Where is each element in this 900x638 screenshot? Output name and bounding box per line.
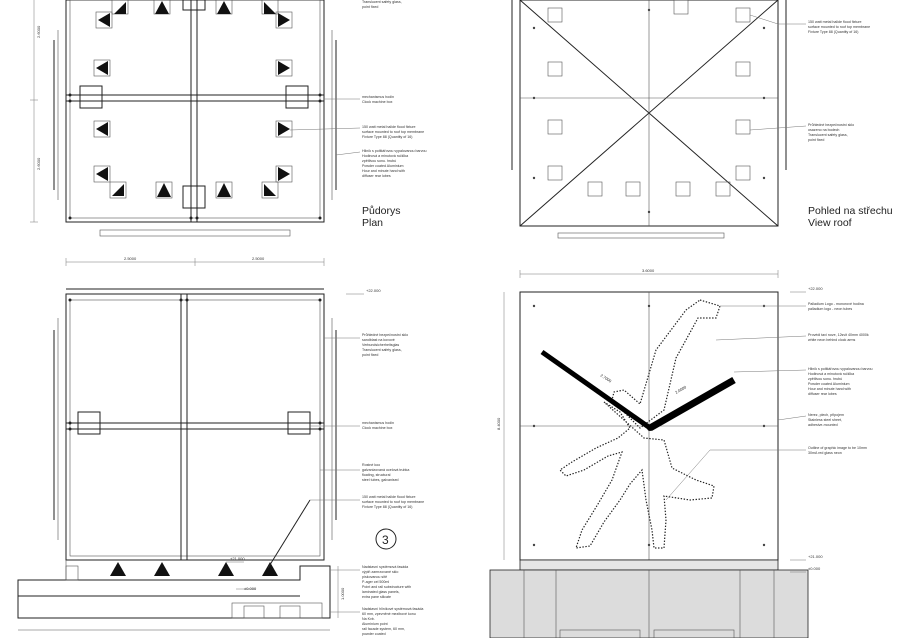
- section-note-alu-3: Na Kvb.: [362, 617, 375, 621]
- elevation-dim-top: 3.6000: [642, 268, 655, 273]
- section-note-steel-3: floating, structural: [362, 473, 391, 477]
- section-note-steel-2: galvanizovaná ocelová trubka: [362, 468, 409, 472]
- plan-note-machine-cz: mechanismus hodin: [362, 95, 394, 99]
- plan-note-hand-5: Hour and minute hand with: [362, 169, 405, 173]
- plan-top-note-1: Translucent safety glass,: [362, 0, 402, 4]
- roof-title-cz: Pohled na střechu: [808, 205, 893, 217]
- elevation-level-b: ±0.000: [808, 566, 821, 571]
- roof-note-flood-3: Fixture Type 88 (Quantity of 16): [808, 30, 858, 34]
- elevation-note-logo-2: palladium logo - neon tubes: [808, 307, 852, 311]
- plan-note-machine-en: Clock machine box: [362, 100, 393, 104]
- elevation-note-hand-3: zpětlivou sonu. hrubú: [808, 377, 842, 381]
- section-note-alu-5: rail facade system, 60 mm,: [362, 627, 405, 631]
- elevation-note-hand-6: diffuser rear lobes: [808, 392, 837, 396]
- elevation-note-hand-1: Hliník s polštářovou vypalovanou barvou: [808, 367, 873, 371]
- elevation-note-steel-2: Stainless steel sheet,: [808, 418, 842, 422]
- section-note-flood-2: surface mounted to roof top membrane: [362, 500, 424, 504]
- section-note-facade-1: Nadstavní systémová fasáda: [362, 565, 408, 569]
- roof-note-flood-2: surface mounted to roof top membrane: [808, 25, 870, 29]
- elevation-note-hand-4: Powder coated Aluminium: [808, 382, 850, 386]
- plan-note-flood-3: Fixture Type 88 (Quantity of 16): [362, 135, 412, 139]
- plan-flood-fixtures: [93, 0, 293, 199]
- plan-dim-upper: 2.6000: [36, 25, 41, 38]
- section-note-facade-2: výplň zamrzované sklo: [362, 570, 398, 574]
- roof-note-glass-4: point fixed: [808, 138, 824, 142]
- elevation-note-steel-1: Nerez, plech, připojem: [808, 413, 844, 417]
- elevation-note-neon-2: white neon behind clock arms: [808, 338, 856, 342]
- roof-note-glass-1: Průhledné bezpečnostní sklo: [808, 123, 854, 127]
- plan-note-flood-2: surface mounted to roof top membrane: [362, 130, 424, 134]
- elevation-note-hand-5: Hour and minute hand with: [808, 387, 851, 391]
- roof-title-en: View roof: [808, 217, 852, 229]
- section-dim-vertical: 1.0000: [340, 587, 345, 600]
- section-note-alu-1: Nadstavní hliníkové systémová fasáda: [362, 607, 423, 611]
- roof-drawing: [511, 0, 787, 239]
- section-note-facade-5: Point and rail substructure with: [362, 585, 411, 589]
- section-note-steel-4: steel tubes, galvanised: [362, 478, 399, 482]
- elevation-note-hand-2: Hodinová a minutová ručička: [808, 372, 854, 376]
- section-note-glass-2: sandblast na kovové: [362, 338, 395, 342]
- plan-note-hand-2: Hodinová a minutová ručička: [362, 154, 408, 158]
- section-note-steel-1: Rostné koo: [362, 463, 380, 467]
- roof-notes: 150 watt metal halide flood fixture surf…: [749, 14, 893, 229]
- elevation-note-outline-1: Outline of graphic image to be 10mm: [808, 446, 867, 450]
- elevation-level-top: +22.000: [808, 286, 823, 291]
- plan-top-note-2: point fixed: [362, 5, 378, 9]
- plan-notes: Translucent safety glass, point fixed me…: [289, 0, 427, 229]
- elevation-note-neon-1: Provédi tavi nove, 12svit 40mm 4000k: [808, 333, 869, 337]
- elevation-diag-dim-1: 2.7000: [599, 373, 613, 384]
- plan-drawing: 2.6000 2.6000: [30, 0, 337, 237]
- section-note-machine-en: Clock machine box: [362, 426, 393, 430]
- elevation-drawing: 3.6000 8.4000 2.7000 2.0000 +22.000: [489, 268, 823, 638]
- elevation-note-logo-1: Palladium Logo - monorové hodina: [808, 302, 864, 306]
- section-note-glass-5: point fixed: [362, 353, 378, 357]
- section-level-top: +22.000: [366, 288, 381, 293]
- section-note-alu-6: powder coated: [362, 632, 386, 636]
- roof-note-glass-3: Translucent safety glass,: [808, 133, 848, 137]
- elevation-note-steel-3: adhesive-mounted: [808, 423, 838, 427]
- section-note-alu-2: 60 mm, zpevněné mezibové konu: [362, 612, 416, 616]
- section-notes: Průhledné bezpečnostní sklo sandblast na…: [267, 333, 424, 636]
- elevation-note-outline-2: 30mA red glass neon: [808, 451, 842, 455]
- plan-note-flood-1: 150 watt metal halide flood fixture: [362, 125, 416, 129]
- section-note-flood-3: Fixture Type 88 (Quantity of 16): [362, 505, 412, 509]
- plan-title-cz: Půdorys: [362, 205, 401, 217]
- elevation-dim-left: 8.4000: [496, 417, 501, 430]
- plan-dim-lower: 2.6000: [36, 157, 41, 170]
- section-note-facade-6: laminated glass panels,: [362, 590, 400, 594]
- section-note-facade-4: P-ager cel 500ml: [362, 580, 389, 584]
- section-note-facade-7: extra pane silicate: [362, 595, 391, 599]
- section-dim-left: 2.5000: [124, 256, 137, 261]
- elevation-notes: Palladium Logo - monorové hodina palladi…: [665, 302, 873, 501]
- section-note-facade-3: pískovanou sítě: [362, 575, 387, 579]
- section-level-a: +21.000: [230, 556, 245, 561]
- section-note-machine-cz: mechanismus hodin: [362, 421, 394, 425]
- section-drawing: 2.5000 2.5000: [17, 256, 397, 631]
- section-note-glass-4: Translucent safety glass,: [362, 348, 402, 352]
- section-note-glass-3: Verbundsicherheitsglas: [362, 343, 399, 347]
- plan-title-en: Plan: [362, 217, 383, 229]
- plan-note-hand-3: zpětlivou sonu. hrubú: [362, 159, 396, 163]
- section-detail-label: 3: [382, 533, 389, 547]
- plan-note-hand-6: diffuser rear lobes: [362, 174, 391, 178]
- roof-note-glass-2: osazeno na bodech: [808, 128, 839, 132]
- elevation-level-a: +21.000: [808, 554, 823, 559]
- elevation-diag-dim-2: 2.0000: [674, 384, 688, 395]
- section-note-flood-1: 150 watt metal halide flood fixture: [362, 495, 416, 499]
- section-note-glass-1: Průhledné bezpečnostní sklo: [362, 333, 408, 337]
- plan-note-hand-4: Powder coated Aluminium: [362, 164, 404, 168]
- roof-note-flood-1: 150 watt metal halide flood fixture: [808, 20, 862, 24]
- section-dim-right: 2.5000: [252, 256, 265, 261]
- section-level-b: ±0.000: [244, 586, 257, 591]
- plan-note-hand-1: Hliník s polštářovou vypalovanou barvou: [362, 149, 427, 153]
- section-note-alu-4: Aluminium point: [362, 622, 388, 626]
